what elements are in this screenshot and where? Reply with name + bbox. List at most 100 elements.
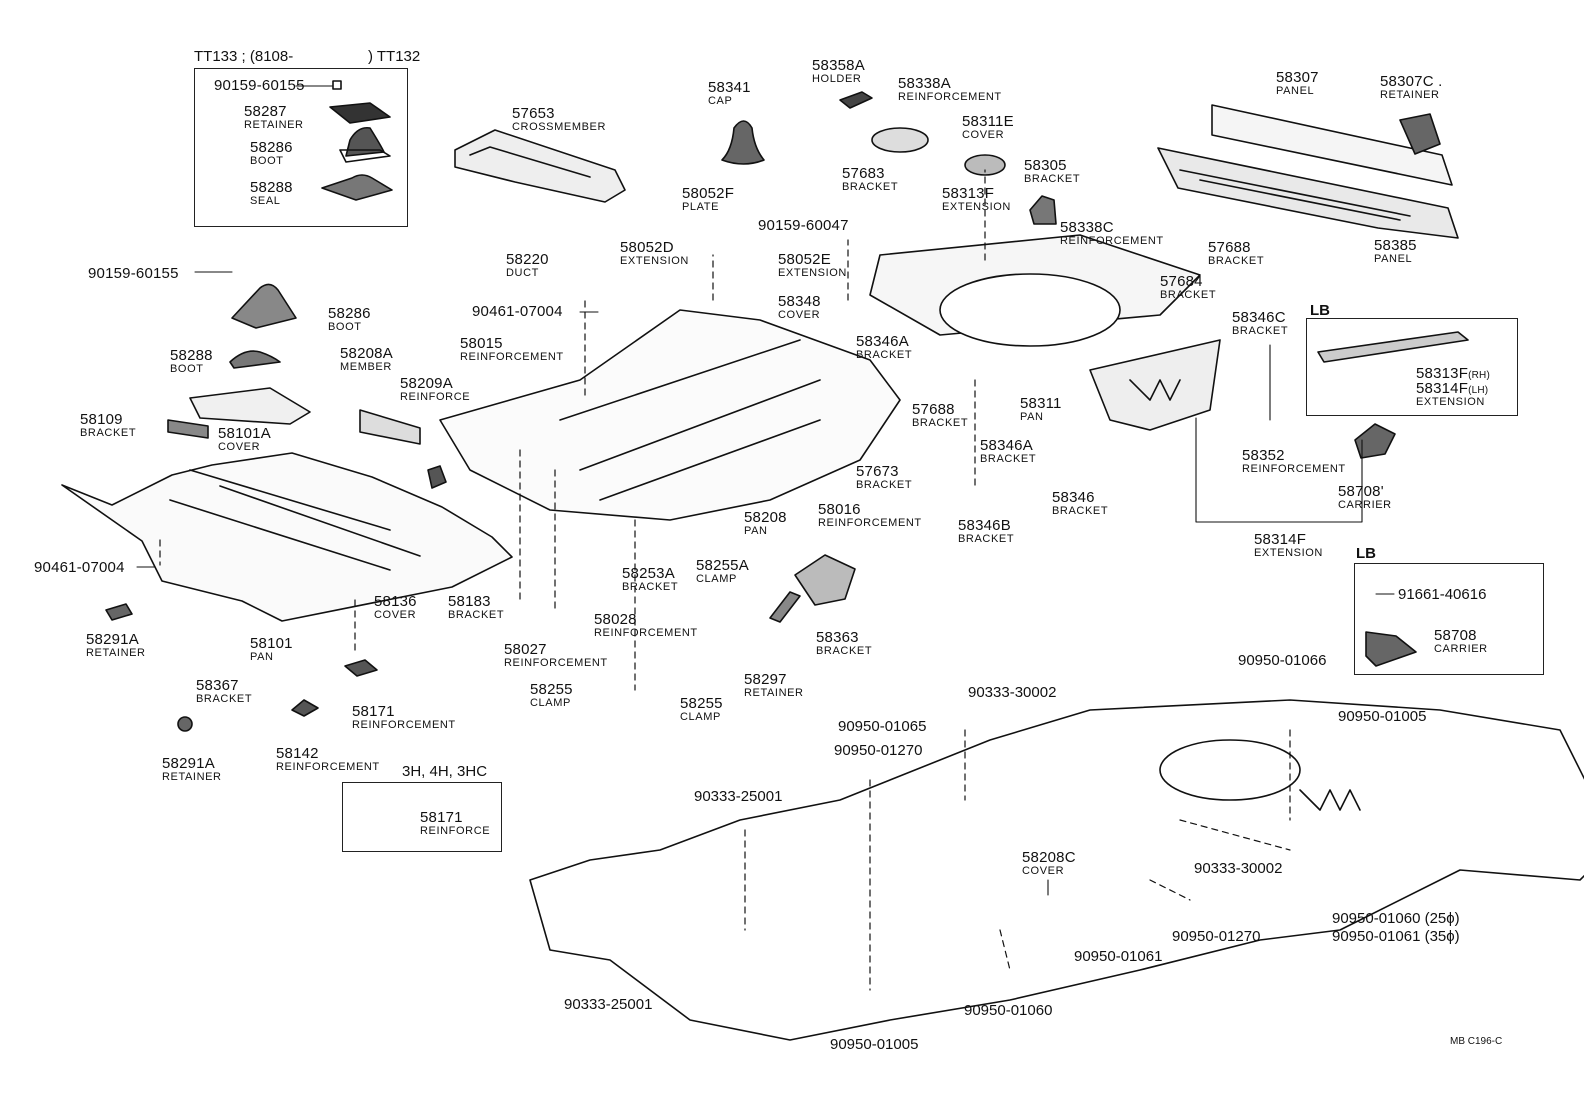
lb-extension-inset-box (1306, 318, 1518, 416)
carrier-lb-icon (1365, 631, 1417, 667)
part-number: 58101A (218, 425, 271, 442)
part-number: 58314F (1254, 531, 1307, 548)
engine-variant-label: 3H, 4H, 3HC (402, 763, 488, 780)
part-number: 58708' (1338, 483, 1384, 500)
callout-c14: 90159-60155 (88, 266, 179, 281)
part-name: EXTENSION (1416, 396, 1485, 408)
part-number: 58311 (1020, 395, 1062, 412)
shift-boot-set-icon (321, 80, 393, 201)
part-name: CARRIER (1338, 499, 1392, 511)
part-number: 58208C (1022, 849, 1076, 866)
part-number: 58286 (250, 139, 293, 156)
part-number: 57653 (512, 105, 555, 122)
part-number: 58136 (374, 593, 417, 610)
part-name: REINFORCE (420, 825, 491, 837)
part-number: 58313F (942, 185, 995, 202)
callout-c12: 58307C .RETAINER (1380, 74, 1442, 101)
part-name: BOOT (250, 155, 284, 167)
variant-right-label: ) TT132 (368, 48, 421, 65)
part-name: HOLDER (812, 73, 862, 85)
cap-icon (721, 120, 765, 165)
floor-silencer-sheet-icon (529, 699, 1584, 1041)
part-number: 58255 (680, 695, 723, 712)
callout-c45: 58708'CARRIER (1338, 484, 1392, 511)
bracket-58305-icon (1029, 195, 1057, 225)
part-number: 58255 (530, 681, 573, 698)
bolt-label-b08: 90333-30002 (1194, 860, 1283, 877)
rear-panel-icon (1157, 104, 1459, 239)
part-number: 57688 (1208, 239, 1251, 256)
part-name: CLAMP (680, 711, 721, 723)
part-number: 58708 (1434, 627, 1477, 644)
part-number: 58307 (1276, 69, 1319, 86)
part-name: COVER (962, 129, 1005, 141)
part-number: 58385 (1374, 237, 1417, 254)
part-name: REINFORCEMENT (1060, 235, 1164, 247)
part-name: RETAINER (744, 687, 804, 699)
part-number: 90159-60155 (214, 77, 305, 94)
part-number: 58052D (620, 239, 674, 256)
part-name: BRACKET (1160, 289, 1217, 301)
part-name: CLAMP (696, 573, 737, 585)
part-number: 58291A (86, 631, 139, 648)
part-name: BRACKET (196, 693, 253, 705)
part-number: 58288 (250, 179, 293, 196)
part-name: EXTENSION (620, 255, 689, 267)
bolt-label-b05: 90950-01065 (838, 718, 927, 735)
part-number: 58142 (276, 745, 319, 762)
part-name: COVER (778, 309, 821, 321)
part-name: BRACKET (958, 533, 1015, 545)
boot-58286-icon (231, 283, 297, 329)
part-number: 90159-60047 (758, 217, 849, 234)
part-number: 58341 (708, 79, 751, 96)
part-name: SEAL (250, 195, 281, 207)
part-name: PLATE (682, 201, 720, 213)
part-name: REINFORCEMENT (594, 627, 698, 639)
bolt-label-b01: 91661-40616 (1398, 586, 1487, 603)
part-number: 90159-60155 (88, 265, 179, 282)
part-number: 58348 (778, 293, 821, 310)
part-number: 58346A (980, 437, 1033, 454)
part-name: BRACKET (1024, 173, 1081, 185)
lb-carrier-inset-box (1354, 563, 1544, 675)
member-58208a-icon (359, 409, 421, 445)
part-name: BRACKET (80, 427, 137, 439)
part-name: BRACKET (1232, 325, 1289, 337)
bolt-label-b03: 90950-01005 (1338, 708, 1427, 725)
part-number: 57688 (912, 401, 955, 418)
lb-upper-label: LB (1310, 302, 1330, 319)
part-number: 90461-07004 (34, 559, 125, 576)
bolt-label-b11: 90950-01270 (1172, 928, 1261, 945)
part-name: BRACKET (912, 417, 969, 429)
part-name: MEMBER (340, 361, 392, 373)
part-number: 57684 (1160, 273, 1203, 290)
part-name: REINFORCE (400, 391, 471, 403)
part-name: COVER (374, 609, 417, 621)
part-number: 58358A (812, 57, 865, 74)
bolt-label-b12: 90950-01061 (1074, 948, 1163, 965)
retainer-58307c-icon (1399, 113, 1441, 155)
